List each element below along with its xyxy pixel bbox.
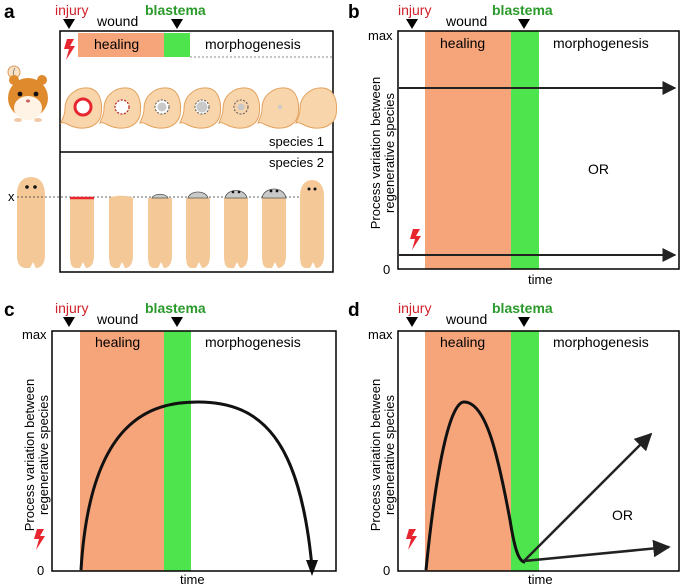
injury-marker-icon-b [406,19,418,29]
panel-b: b injury wound blastema healing morphoge… [348,2,680,287]
planarian-stage-6 [261,188,287,268]
variation-curve-c [79,400,314,571]
injury-marker-icon-c [63,317,75,327]
healing-label-b: healing [440,35,485,51]
blastema-marker-icon-d [518,317,530,327]
yzero-label-c: 0 [37,563,44,578]
planarian-stage-3 [148,193,172,268]
xlabel-c: time [180,572,205,586]
lower-branch-arrow-d [523,539,671,563]
injury-marker-icon-d [406,317,418,327]
ear-stage-1 [60,87,103,129]
hamster-icon [7,65,48,122]
blastema-label-c: blastema [145,300,206,316]
ear-stage-5 [218,87,261,129]
yzero-label-d: 0 [383,563,390,578]
ear-stage-6 [257,87,300,129]
blastema-marker-icon-c [171,317,183,327]
ymax-label-d: max [368,327,393,342]
ear-stage-3 [139,87,182,129]
panel-c-label: c [4,300,15,321]
xlabel-b: time [528,272,553,287]
blastema-phase-c [164,331,191,571]
injury-marker-icon [63,19,75,29]
wound-label-d: wound [445,311,487,327]
ylabel-b-line2: regenerative species [382,93,397,213]
blastema-marker-icon-b [518,19,530,29]
ylabel-b-line1: Process variation between [368,77,383,229]
injury-label-c: injury [55,300,88,316]
healing-phase-b [425,31,511,269]
panel-d: d injury wound blastema healing morphoge… [348,300,680,586]
healing-label-c: healing [95,334,140,350]
upper-branch-arrow-d [523,432,653,562]
panel-d-frame [397,330,680,572]
lightning-icon [64,39,75,60]
yzero-label-b: 0 [383,262,390,277]
injury-label: injury [55,2,88,18]
panel-a-label: a [4,2,15,23]
ylabel-c-line1: Process variation between [22,379,37,531]
blastema-label-d: blastema [492,300,553,316]
morphogenesis-label-d: morphogenesis [553,334,649,350]
lightning-icon-b [410,229,421,250]
planarian-stage-7 [300,180,324,268]
panel-b-frame [397,30,680,270]
planarian-stage-4 [186,191,210,268]
variation-curve-d [424,400,526,571]
ylabel-d-line2: regenerative species [382,395,397,515]
healing-phase-c [80,331,164,571]
panel-a: a injury wound blastema healing morphoge… [4,2,338,273]
blastema-label: blastema [145,2,206,18]
planarian-icon [17,177,45,268]
blastema-phase-b [511,31,539,269]
healing-phase-bar [78,33,164,57]
species1-ear-sequence [60,87,338,129]
species1-label: species 1 [269,134,324,149]
species2-label: species 2 [269,155,324,170]
species2-planarian-sequence [70,180,324,268]
healing-label-d: healing [440,334,485,350]
ymax-label-b: max [368,28,393,43]
curve-arrowhead-c [306,560,318,576]
panel-c-frame [51,330,337,572]
planarian-stage-2 [109,195,133,268]
ylabel-c-line2: regenerative species [36,395,51,515]
wound-label-c: wound [96,311,138,327]
ear-stage-2 [99,87,142,129]
or-label-b: OR [588,161,609,177]
cut-mark-label: x [8,189,15,204]
injury-label-d: injury [398,300,431,316]
healing-label: healing [94,36,139,52]
blastema-marker-icon [171,19,183,29]
blastema-label-b: blastema [492,2,553,18]
lightning-icon-d [406,529,417,550]
panel-d-label: d [348,300,360,321]
or-label-d: OR [612,507,633,523]
lightning-icon-c [34,529,45,550]
planarian-stage-5 [224,190,248,268]
ear-stage-4 [179,87,222,129]
wound-label: wound [96,13,138,29]
blastema-phase-d [511,331,539,571]
ear-stage-7 [295,87,338,129]
wound-label-b: wound [445,13,487,29]
injury-label-b: injury [398,2,431,18]
morphogenesis-label-c: morphogenesis [205,334,301,350]
healing-phase-d [425,331,511,571]
panel-c: c injury wound blastema healing morphoge… [4,300,337,586]
xlabel-d: time [528,572,553,586]
ymax-label-c: max [22,327,47,342]
blastema-phase-bar [164,33,190,57]
planarian-stage-1 [70,196,94,268]
panel-b-label: b [348,2,360,23]
morphogenesis-label: morphogenesis [205,36,301,52]
ylabel-d-line1: Process variation between [368,379,383,531]
morphogenesis-label-b: morphogenesis [553,35,649,51]
